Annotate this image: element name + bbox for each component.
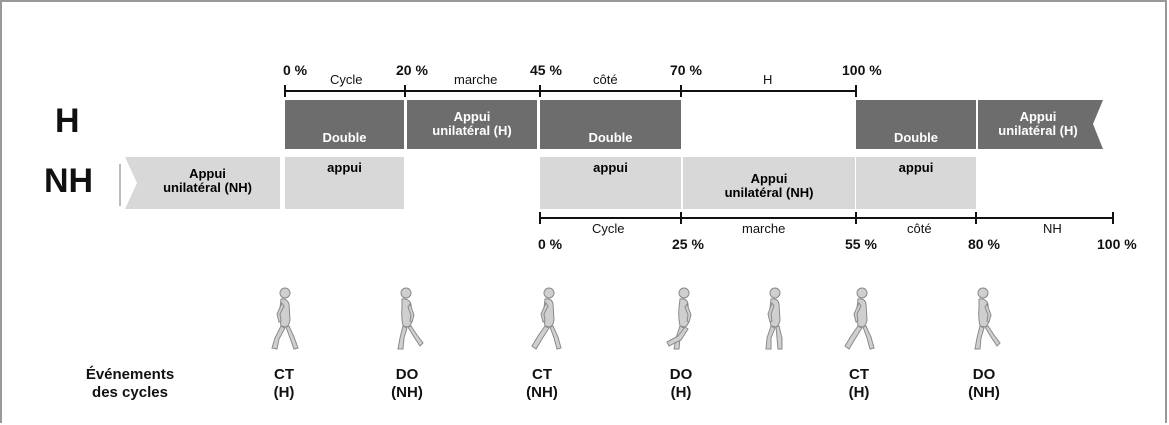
event-code: CT	[849, 366, 869, 383]
event-side: (H)	[670, 384, 692, 401]
event-code: CT	[274, 366, 294, 383]
nh-appui-label-a: appui	[327, 160, 362, 175]
nh-appui-label-2b: unilatéral (NH)	[724, 185, 814, 200]
nh-divider	[119, 164, 121, 206]
h-appui-label-1b: unilatéral (H)	[432, 123, 512, 138]
walking-figure-icon	[271, 287, 299, 350]
h-appui-label-1a: Appui	[453, 109, 491, 124]
bottom-seg-cycle: Cycle	[592, 221, 625, 236]
nh-appui-block-1	[125, 157, 280, 209]
bottom-seg-marche: marche	[742, 221, 786, 236]
h-double-block-1	[285, 100, 404, 149]
h-appui-block-1	[407, 100, 537, 149]
event-side: (H)	[848, 384, 870, 401]
top-scale-axis	[284, 85, 857, 97]
nh-appui-block-b	[540, 157, 681, 209]
event-5: CT (H)	[829, 366, 889, 402]
event-side: (NH)	[968, 384, 1000, 401]
h-double-label-3: Double	[893, 130, 939, 145]
nh-appui-label-2a: Appui	[750, 171, 788, 186]
nh-appui-block-2	[683, 157, 855, 209]
nh-appui-label-c: appui	[898, 160, 934, 175]
h-appui-label-2a: Appui	[1019, 109, 1057, 124]
top-seg-cote: côté	[593, 72, 618, 87]
row-label-nh: NH	[44, 162, 94, 200]
event-2: DO (NH)	[377, 366, 437, 402]
event-side: (NH)	[391, 384, 423, 401]
event-code: DO	[972, 366, 996, 383]
events-title: Événements des cycles	[60, 366, 200, 402]
event-6: DO (NH)	[954, 366, 1014, 402]
bottom-pct-100: 100 %	[1097, 236, 1137, 252]
nh-appui-label-b: appui	[593, 160, 628, 175]
event-side: (NH)	[526, 384, 558, 401]
top-seg-cycle: Cycle	[330, 72, 363, 87]
event-3: CT (NH)	[512, 366, 572, 402]
bottom-seg-cote: côté	[907, 221, 932, 236]
nh-appui-block-c	[856, 157, 976, 209]
top-pct-45: 45 %	[530, 62, 562, 78]
top-pct-70: 70 %	[670, 62, 702, 78]
event-side: (H)	[273, 384, 295, 401]
bottom-pct-25: 25 %	[672, 236, 704, 252]
h-appui-label-2b: unilatéral (H)	[998, 123, 1078, 138]
bottom-pct-0: 0 %	[538, 236, 563, 252]
top-pct-20: 20 %	[396, 62, 428, 78]
walking-figure-icon	[397, 287, 424, 350]
row-label-h: H	[55, 102, 80, 140]
bottom-pct-80: 80 %	[968, 236, 1000, 252]
events-title-line2: des cycles	[92, 384, 168, 401]
bottom-scale-axis	[539, 212, 1114, 224]
nh-appui-label-1a: Appui	[189, 166, 226, 181]
bottom-seg-nh: NH	[1043, 221, 1062, 236]
walking-figure-icon	[844, 287, 875, 350]
walking-figure-icon	[531, 287, 562, 350]
top-seg-h: H	[763, 72, 773, 87]
walking-figure-icon	[974, 287, 1001, 350]
event-1: CT (H)	[254, 366, 314, 402]
event-code: DO	[395, 366, 419, 383]
event-code: DO	[669, 366, 693, 383]
event-4: DO (H)	[651, 366, 711, 402]
top-pct-0: 0 %	[283, 62, 308, 78]
h-appui-block-2	[978, 100, 1103, 149]
top-seg-marche: marche	[454, 72, 498, 87]
event-code: CT	[532, 366, 552, 383]
nh-appui-block-a	[285, 157, 404, 209]
nh-appui-label-1b: unilatéral (NH)	[163, 180, 252, 195]
h-double-block-3	[856, 100, 976, 149]
walking-figure-icon	[765, 287, 783, 350]
bottom-pct-55: 55 %	[845, 236, 877, 252]
top-pct-100: 100 %	[842, 62, 882, 78]
h-double-label-2: Double	[588, 130, 633, 145]
events-title-line1: Événements	[85, 366, 175, 383]
h-double-block-2	[540, 100, 681, 149]
walking-figure-icon	[666, 287, 692, 350]
h-double-label-1: Double	[322, 130, 367, 145]
